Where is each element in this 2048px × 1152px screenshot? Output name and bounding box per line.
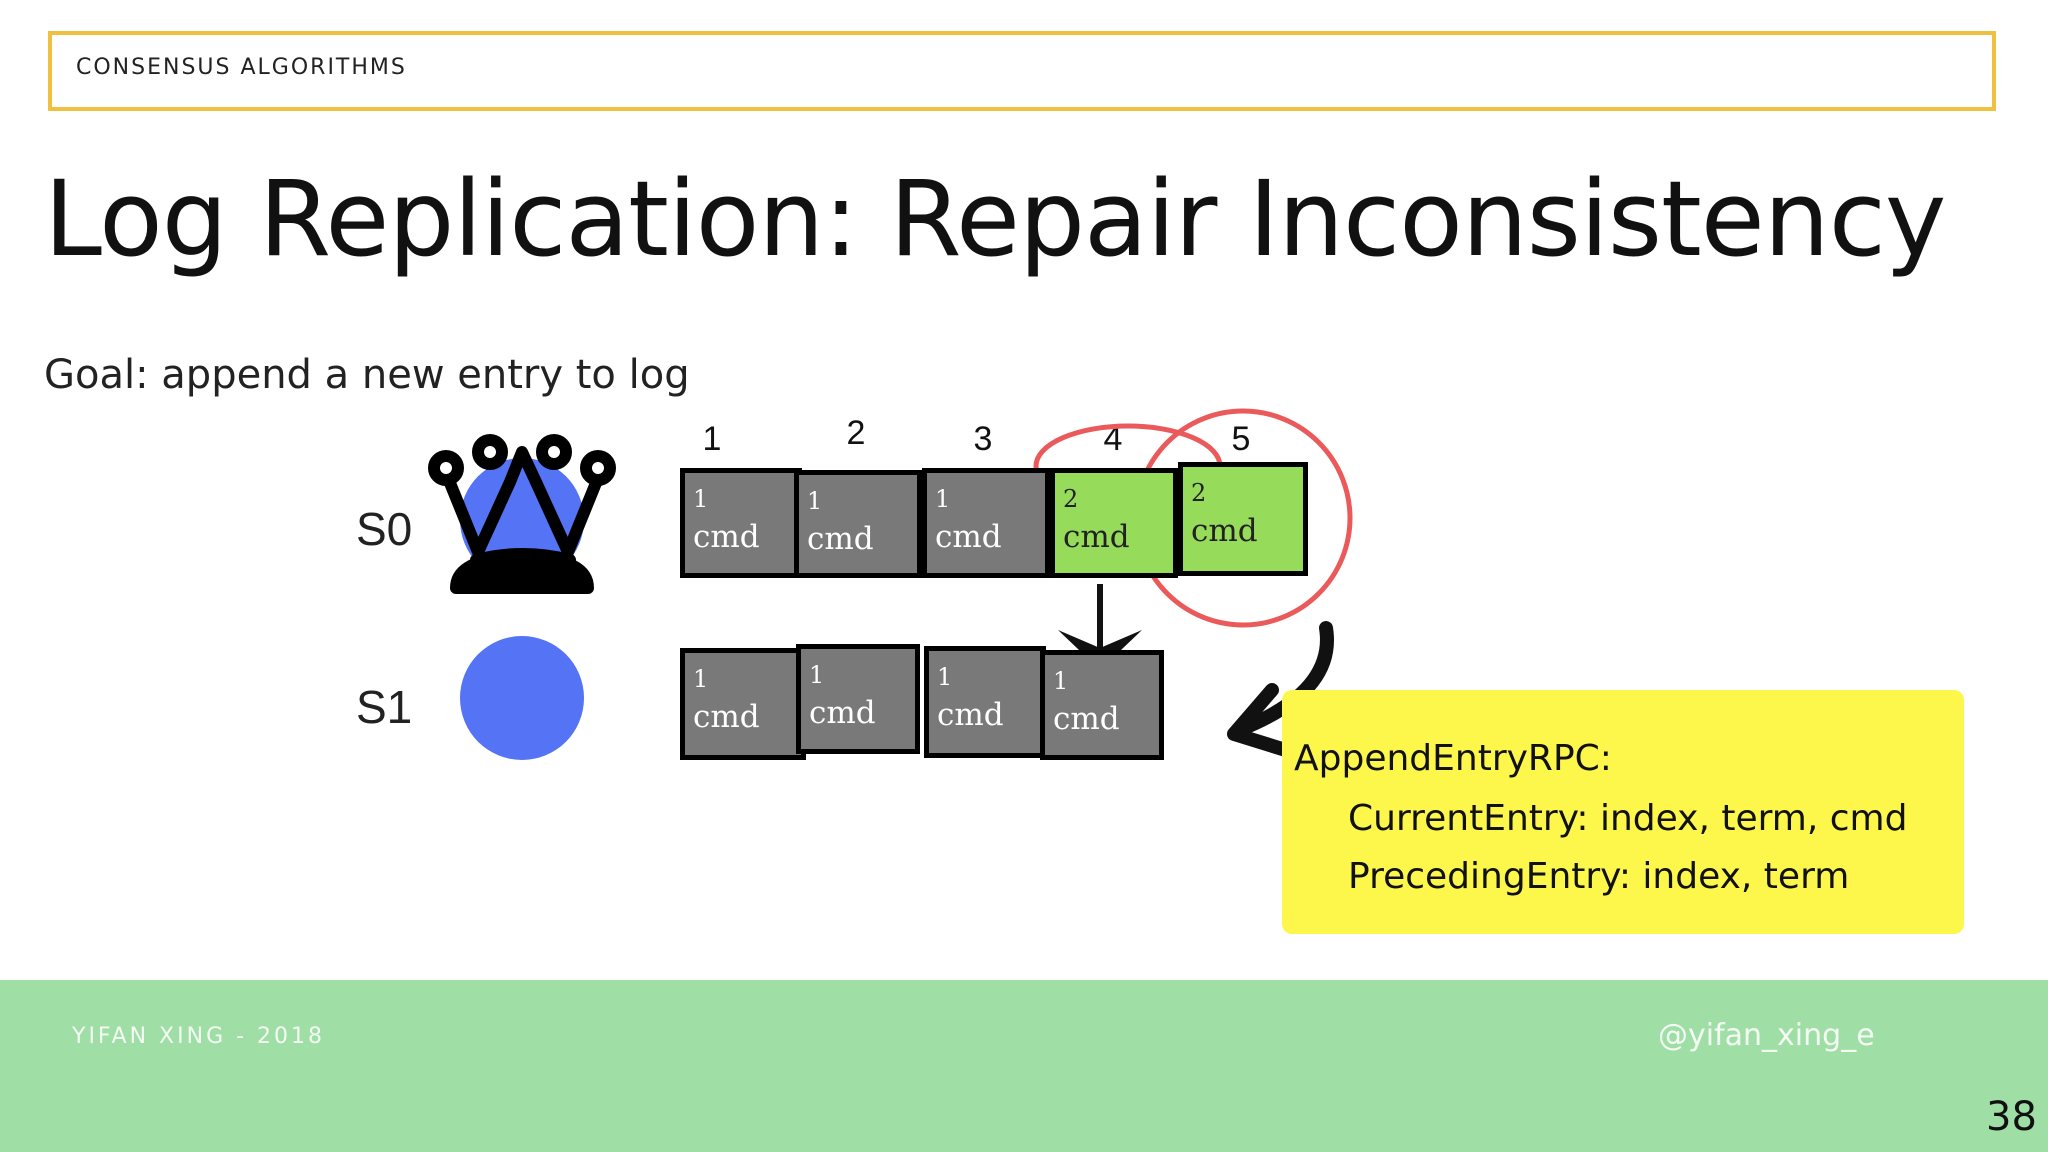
curved-arrow-icon xyxy=(1227,621,1334,759)
crown-icon xyxy=(428,434,616,594)
log-entry-s0-5: 2 cmd xyxy=(1178,462,1308,576)
entry-term: 1 xyxy=(807,487,823,515)
log-entry-s1-2: 1 cmd xyxy=(796,644,920,754)
entry-cmd: cmd xyxy=(693,519,760,555)
log-entry-s1-3: 1 cmd xyxy=(924,646,1046,758)
entry-term: 1 xyxy=(1053,667,1069,695)
footer-author: YIFAN XING - 2018 xyxy=(72,1024,326,1049)
entry-term: 2 xyxy=(1191,479,1207,507)
log-entry-s0-3: 1 cmd xyxy=(922,468,1050,578)
entry-term: 1 xyxy=(809,661,825,689)
rpc-preceding-entry: PrecedingEntry: index, term xyxy=(1348,856,1850,897)
entry-term: 1 xyxy=(935,485,951,513)
entry-cmd: cmd xyxy=(937,697,1004,733)
entry-term: 1 xyxy=(937,663,953,691)
log-entry-s0-2: 1 cmd xyxy=(794,470,922,578)
rpc-current-entry: CurrentEntry: index, term, cmd xyxy=(1348,798,1908,839)
index-label-2: 2 xyxy=(846,414,866,452)
index-label-4: 4 xyxy=(1103,420,1123,458)
goal-text: Goal: append a new entry to log xyxy=(44,352,690,398)
entry-term: 1 xyxy=(693,665,709,693)
slide-title: Log Replication: Repair Inconsistency xyxy=(44,158,1946,280)
log-entry-s1-4: 1 cmd xyxy=(1040,650,1164,760)
entry-cmd: cmd xyxy=(1053,701,1120,737)
section-label: CONSENSUS ALGORITHMS xyxy=(76,55,407,80)
log-entry-s0-4: 2 cmd xyxy=(1050,468,1178,578)
server-label-s1: S1 xyxy=(356,681,413,733)
server-node-s1 xyxy=(460,636,584,760)
entry-term: 2 xyxy=(1063,485,1079,513)
rpc-callout: AppendEntryRPC: CurrentEntry: index, ter… xyxy=(1282,690,1964,934)
entry-cmd: cmd xyxy=(809,695,876,731)
index-label-1: 1 xyxy=(702,420,722,458)
entry-term: 1 xyxy=(693,485,709,513)
footer-handle: @yifan_xing_e xyxy=(1658,1018,1875,1053)
rpc-title: AppendEntryRPC: xyxy=(1294,738,1612,779)
footer-bar: YIFAN XING - 2018 @yifan_xing_e xyxy=(0,980,2048,1152)
log-entry-s0-1: 1 cmd xyxy=(680,468,802,578)
server-label-s0: S0 xyxy=(356,503,413,555)
index-label-3: 3 xyxy=(973,420,993,458)
leader-node xyxy=(428,434,616,594)
entry-cmd: cmd xyxy=(807,521,874,557)
section-header: CONSENSUS ALGORITHMS xyxy=(48,31,1996,111)
entry-cmd: cmd xyxy=(693,699,760,735)
index-label-5: 5 xyxy=(1231,420,1251,458)
log-entry-s1-1: 1 cmd xyxy=(680,648,806,760)
entry-cmd: cmd xyxy=(1063,519,1130,555)
entry-cmd: cmd xyxy=(935,519,1002,555)
entry-cmd: cmd xyxy=(1191,513,1258,549)
page-number: 38 xyxy=(1986,1094,2037,1140)
